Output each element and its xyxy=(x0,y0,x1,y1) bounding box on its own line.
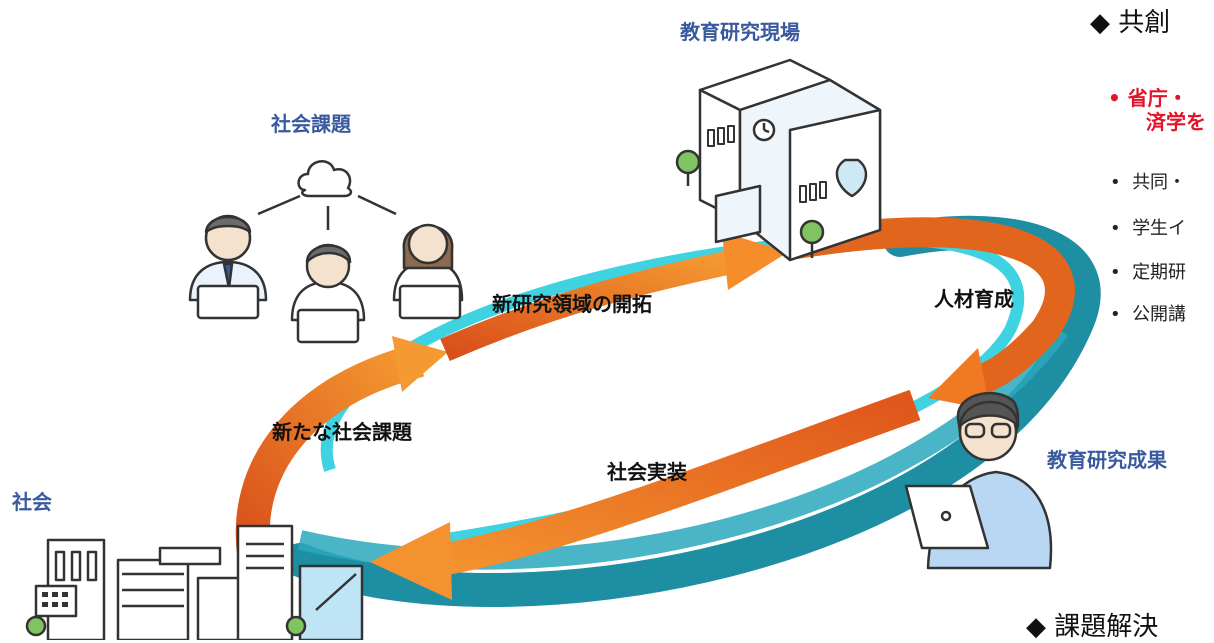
label-edu-site: 教育研究現場 xyxy=(680,20,800,44)
label-implementation: 社会実装 xyxy=(607,460,687,484)
arrow-talent xyxy=(787,217,1075,400)
arrow-head-new-field xyxy=(722,232,788,290)
person-with-laptop-icon xyxy=(188,214,464,344)
school-building-icon xyxy=(675,58,882,262)
arrow-new-field xyxy=(440,248,743,362)
researcher-with-laptop-icon xyxy=(904,391,1053,570)
panel-bullet-1: • 共同・ xyxy=(1110,172,1187,193)
city-buildings-icon xyxy=(25,524,364,640)
panel-red-line-2: 済学を xyxy=(1146,110,1206,134)
arrow-implementation xyxy=(437,389,921,576)
label-new-issue: 新たな社会課題 xyxy=(272,420,412,444)
panel-bullet-3: • 定期研 xyxy=(1110,262,1187,283)
arrow-head-new-issue xyxy=(392,336,448,392)
panel-red-line-1: • 省庁・ xyxy=(1108,86,1188,110)
arrow-head-talent xyxy=(928,348,990,410)
label-edu-results: 教育研究成果 xyxy=(1047,448,1167,472)
panel-bullet-3-text: 定期研 xyxy=(1132,262,1187,283)
panel-bullet-2: • 学生イ xyxy=(1110,218,1187,239)
label-society: 社会 xyxy=(12,490,52,514)
cloud-icon xyxy=(257,160,397,230)
panel-heading-solution: ◆ 課題解決 xyxy=(1026,612,1159,642)
label-social-issue: 社会課題 xyxy=(271,112,351,136)
panel-bullet-4: • 公開講 xyxy=(1110,304,1187,325)
panel-bullet-1-text: 共同・ xyxy=(1132,172,1187,193)
label-new-field: 新研究領域の開拓 xyxy=(492,292,652,316)
label-talent: 人材育成 xyxy=(934,287,1014,311)
panel-bullet-2-text: 学生イ xyxy=(1132,218,1187,239)
panel-bullet-4-text: 公開講 xyxy=(1132,304,1187,325)
panel-heading-cocreation: ◆ 共創 xyxy=(1090,8,1171,38)
arrow-head-implementation xyxy=(370,522,452,600)
